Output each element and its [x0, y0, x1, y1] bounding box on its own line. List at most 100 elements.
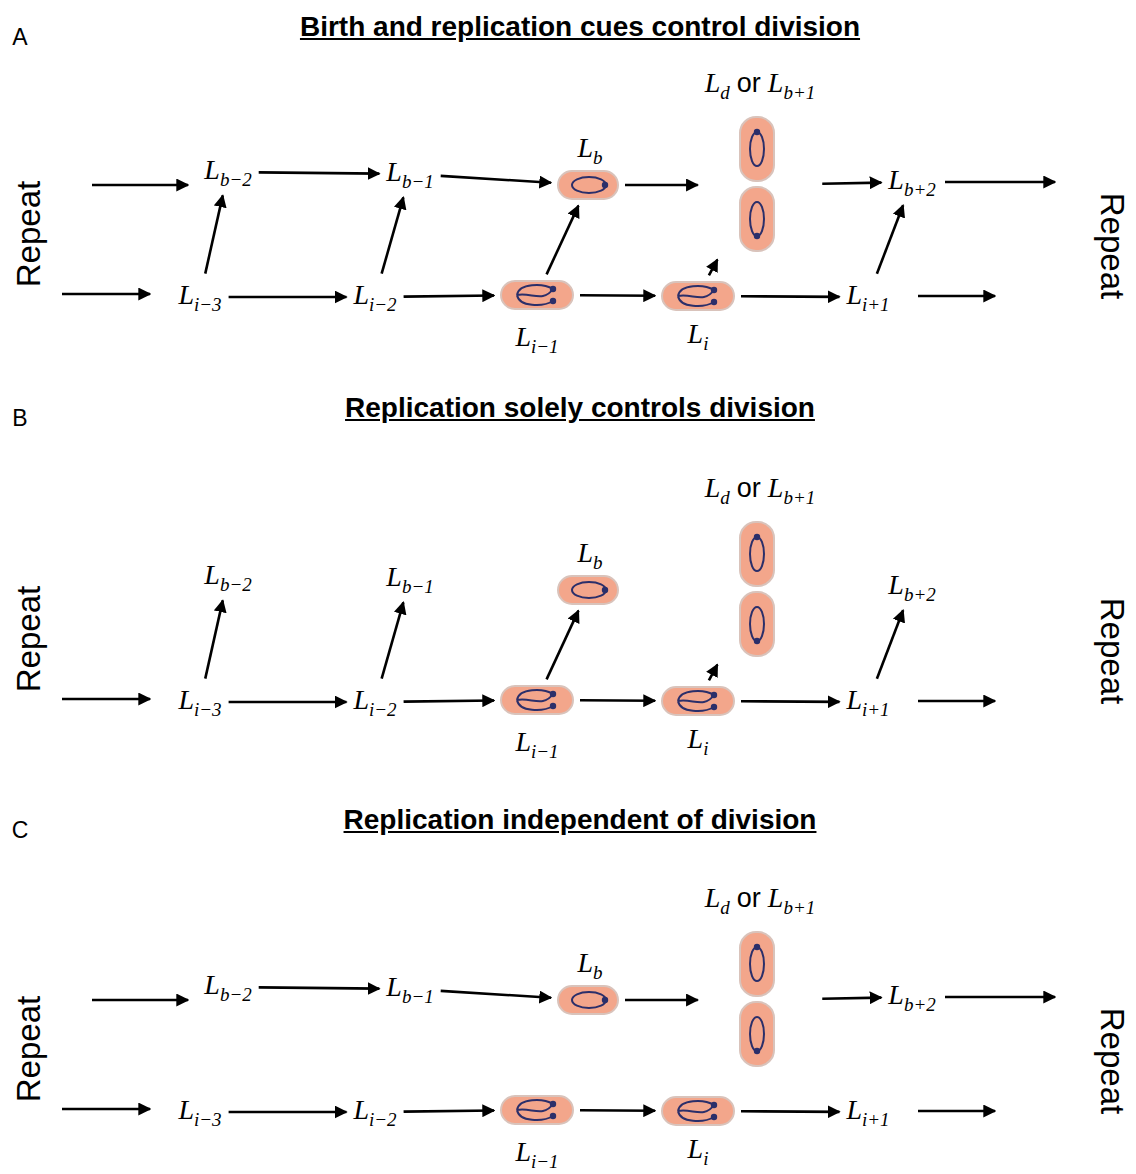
origin-dot	[550, 1113, 556, 1119]
arrow-connector	[877, 205, 903, 274]
length-label: Lb	[577, 134, 602, 167]
bacterial-cell	[740, 117, 774, 251]
arrow-connector	[259, 172, 380, 173]
cell-body	[740, 187, 774, 251]
lead-arrow	[62, 1108, 150, 1111]
repeat-label: Repeat	[1096, 598, 1129, 704]
arrow-connector	[741, 1110, 839, 1113]
origin-dot	[711, 287, 717, 293]
cell-body	[740, 592, 774, 656]
chromosome	[750, 1017, 764, 1051]
origin-dot	[754, 534, 760, 540]
origin-dot	[550, 286, 556, 292]
origin-dot	[550, 1101, 556, 1107]
bacterial-cell	[501, 686, 573, 714]
arrow-connector	[441, 991, 551, 998]
length-label: Lb−2	[204, 561, 251, 594]
bacterial-cell	[662, 282, 734, 310]
arrow-connector	[404, 701, 494, 702]
length-label: Li+1	[846, 1096, 889, 1129]
length-label: Li−1	[515, 728, 558, 761]
cell-body	[501, 1096, 573, 1124]
arrow-connector	[404, 296, 494, 297]
length-node: Li+1	[843, 1093, 892, 1132]
length-label: Ld or Lb+1	[705, 884, 816, 917]
cell-body	[558, 986, 618, 1014]
replicating-chromosome	[678, 286, 714, 306]
length-node: Lb−1	[383, 155, 436, 194]
origin-dot	[754, 129, 760, 135]
bacterial-cell	[662, 1097, 734, 1125]
length-label: Li−2	[353, 686, 396, 719]
length-label: Lb+2	[888, 166, 935, 199]
length-label: Lb+2	[888, 571, 935, 604]
length-node: Li−3	[175, 278, 224, 317]
length-label: Lb	[577, 949, 602, 982]
length-label: Li−3	[178, 686, 221, 719]
length-label: Lb	[577, 539, 602, 572]
cell-node: Li−1	[498, 1093, 576, 1174]
bacterial-cell	[558, 576, 618, 604]
arrow-connector	[404, 1111, 494, 1112]
cell-body	[662, 1097, 734, 1125]
arrow-connector	[741, 700, 839, 703]
arrow-connector	[877, 610, 903, 679]
cell-node: Ld or Lb+1	[702, 881, 819, 1072]
length-label: Li−2	[353, 281, 396, 314]
origin-dot	[711, 1102, 717, 1108]
arrow-connector	[229, 701, 347, 704]
cell-body	[740, 522, 774, 586]
origin-dot	[711, 1114, 717, 1120]
chromosome	[572, 177, 606, 193]
length-label: Ld or Lb+1	[705, 69, 816, 102]
cell-body	[501, 281, 573, 309]
origin-dot	[550, 298, 556, 304]
chromosome	[572, 582, 606, 598]
lead-arrow	[918, 1110, 995, 1113]
bacterial-cell	[558, 986, 618, 1014]
lead-arrow	[945, 181, 1055, 184]
cell-node: Ld or Lb+1	[702, 471, 819, 662]
length-label: Li	[688, 320, 709, 353]
length-node: Lb+2	[885, 568, 938, 607]
arrow-connector	[382, 197, 404, 273]
cell-node: Ld or Lb+1	[702, 66, 819, 257]
bacterial-cell	[501, 281, 573, 309]
length-label: Lb−2	[204, 156, 251, 189]
origin-dot	[550, 703, 556, 709]
arrow-connector	[709, 665, 717, 681]
length-label: Li−3	[178, 1096, 221, 1129]
replicating-chromosome	[678, 691, 714, 711]
length-label: Lb−2	[204, 971, 251, 1004]
cell-body	[501, 686, 573, 714]
length-node: Li−2	[350, 683, 399, 722]
chromosome	[750, 947, 764, 981]
length-node: Li−3	[175, 1093, 224, 1132]
length-label: Li−1	[515, 1138, 558, 1171]
length-label: Li−3	[178, 281, 221, 314]
panel-letter: C	[12, 819, 29, 842]
replicating-chromosome	[517, 690, 553, 710]
arrow-connector	[580, 294, 655, 297]
length-node: Lb−1	[383, 970, 436, 1009]
arrow-connector	[229, 296, 347, 299]
origin-dot	[602, 587, 608, 593]
arrow-connector	[822, 183, 881, 184]
length-node: Li+1	[843, 683, 892, 722]
lead-arrow	[945, 996, 1055, 999]
cell-node: Li	[659, 279, 737, 356]
arrow-connector	[741, 295, 839, 298]
length-label: Lb−1	[386, 158, 433, 191]
replicating-chromosome	[517, 285, 553, 305]
length-label: Li	[688, 1135, 709, 1168]
chromosome	[750, 132, 764, 166]
length-label: Li−1	[515, 323, 558, 356]
length-label: Lb+2	[888, 981, 935, 1014]
arrow-connector	[625, 999, 698, 1002]
arrow-connector	[580, 699, 655, 702]
repeat-label: Repeat	[1096, 193, 1129, 299]
repeat-label: Repeat	[1096, 1008, 1129, 1114]
chromosome	[750, 202, 764, 236]
cell-node: Li	[659, 1094, 737, 1171]
lead-arrow	[92, 184, 188, 187]
